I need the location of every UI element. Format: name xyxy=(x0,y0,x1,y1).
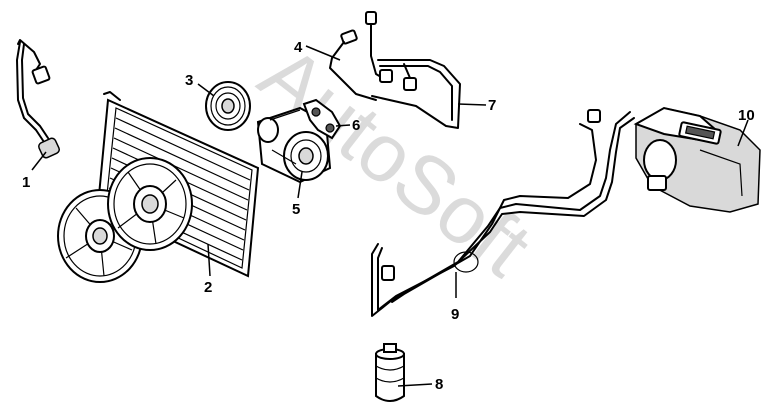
callout-8: 8 xyxy=(397,376,443,393)
svg-text:3: 3 xyxy=(185,72,193,89)
radiator-fan-rear xyxy=(107,157,193,251)
part-5-compressor[interactable] xyxy=(256,106,332,184)
callout-1: 1 xyxy=(22,151,47,191)
svg-text:9: 9 xyxy=(451,306,459,323)
svg-text:7: 7 xyxy=(488,97,496,114)
svg-text:4: 4 xyxy=(294,39,303,56)
svg-text:10: 10 xyxy=(738,107,755,124)
part-4-valve-pipe[interactable] xyxy=(329,29,377,101)
callout-10: 10 xyxy=(737,107,755,147)
callout-6: 6 xyxy=(335,117,360,134)
part-3-compressor-pulley[interactable] xyxy=(205,81,251,131)
part-7-pipe-assembly[interactable] xyxy=(365,11,461,129)
part-1-pressure-pipe[interactable] xyxy=(16,39,61,159)
callout-2: 2 xyxy=(204,243,212,296)
part-8-receiver-drier[interactable] xyxy=(375,343,405,402)
svg-text:1: 1 xyxy=(22,174,30,191)
callout-4: 4 xyxy=(294,39,341,61)
part-10-evaporator-housing[interactable] xyxy=(633,106,761,213)
svg-text:8: 8 xyxy=(435,376,443,393)
part-6-compressor-bracket[interactable] xyxy=(302,98,342,140)
callout-7: 7 xyxy=(457,97,496,114)
svg-text:6: 6 xyxy=(352,117,360,134)
callout-9: 9 xyxy=(451,272,459,323)
svg-text:2: 2 xyxy=(204,279,212,296)
svg-text:5: 5 xyxy=(292,201,300,218)
callout-3: 3 xyxy=(185,72,215,97)
part-9-long-pipe[interactable] xyxy=(371,109,635,317)
callout-5: 5 xyxy=(292,171,303,218)
